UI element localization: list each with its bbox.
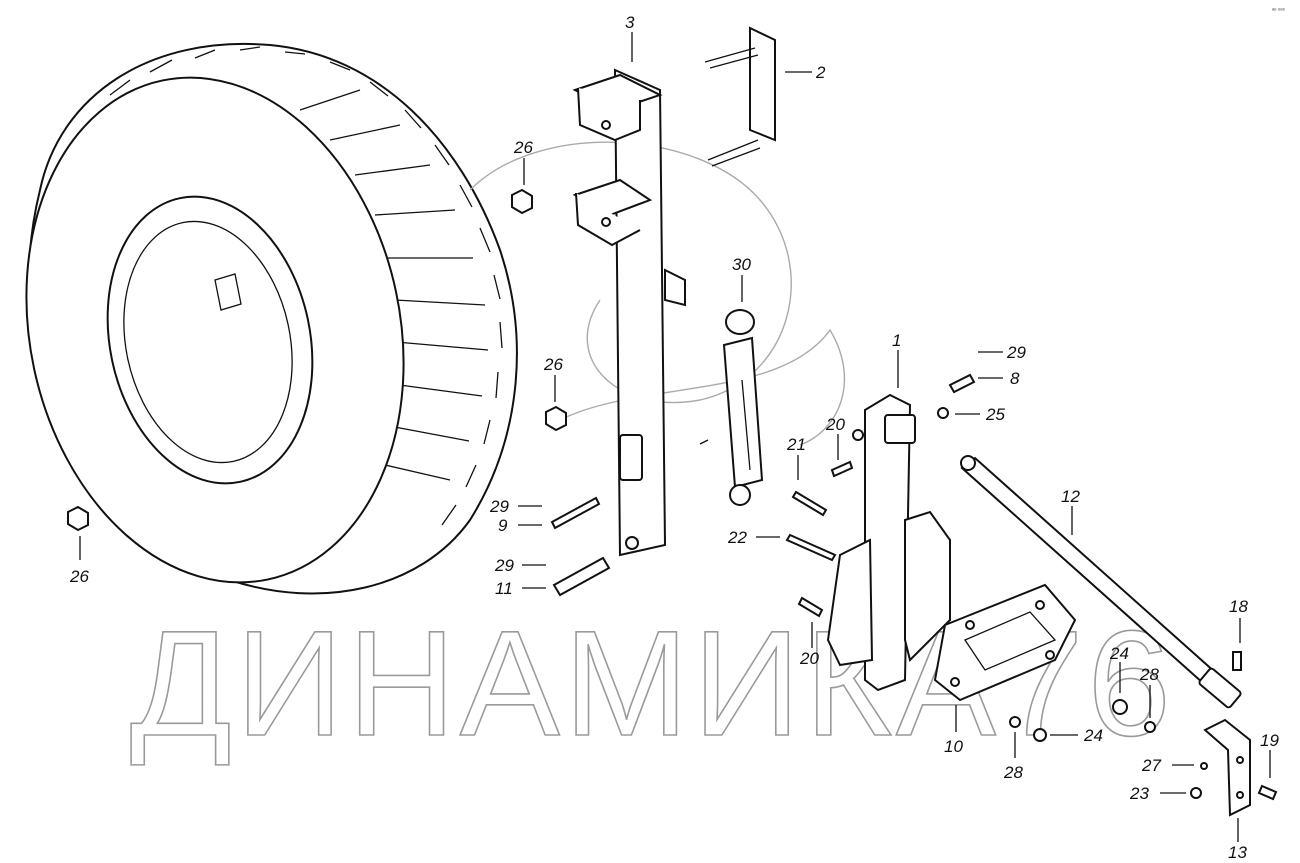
- callout-10: 10: [944, 737, 963, 756]
- callout-13: 13: [1228, 843, 1247, 862]
- callout-8: 8: [1010, 369, 1020, 388]
- callout-labels: 3 2 26 30 1 29 8 25 20 21 22 26 29 9 29 …: [69, 13, 1279, 862]
- callout-3: 3: [625, 13, 635, 32]
- spare-tire: [25, 42, 518, 595]
- callout-28-lower: 28: [1003, 763, 1023, 782]
- tie-rod-12: [960, 455, 1242, 709]
- callout-29-lower: 29: [494, 556, 514, 575]
- callout-20-top: 20: [825, 415, 845, 434]
- callout-21: 21: [786, 435, 806, 454]
- callout-26-top: 26: [513, 138, 533, 157]
- callout-24-upper: 24: [1109, 644, 1129, 663]
- callout-29-upper: 29: [489, 497, 509, 516]
- corner-mark: ᵃᵉ ᵉᵉᵉ: [1272, 8, 1286, 14]
- callout-22: 22: [727, 528, 747, 547]
- leader-lines: [79, 32, 1271, 842]
- callout-26-left: 26: [69, 567, 89, 586]
- callout-26-mid: 26: [543, 355, 563, 374]
- plate-10: [933, 583, 1077, 702]
- fasteners: [67, 188, 1278, 801]
- callout-12: 12: [1061, 487, 1080, 506]
- cylinder-30: [699, 309, 764, 506]
- callout-11: 11: [495, 579, 513, 598]
- callout-30: 30: [732, 255, 751, 274]
- u-bolt-2: [704, 26, 776, 167]
- watermark-swirl: [469, 141, 792, 404]
- callout-23: 23: [1129, 784, 1149, 803]
- callout-20-bottom: 20: [799, 649, 819, 668]
- watermark-swirl-2: [559, 328, 846, 446]
- callout-2: 2: [815, 63, 826, 82]
- callout-19: 19: [1260, 731, 1279, 750]
- callout-28-upper: 28: [1139, 665, 1159, 684]
- callout-25: 25: [985, 405, 1005, 424]
- hinge-bracket-1: [826, 393, 951, 692]
- small-bracket-13: [1203, 718, 1251, 817]
- callout-29-right: 29: [1006, 343, 1026, 362]
- callout-1: 1: [892, 331, 901, 350]
- callout-18: 18: [1229, 597, 1248, 616]
- bracket-post-3: [572, 68, 686, 557]
- callout-9: 9: [498, 516, 508, 535]
- callout-27: 27: [1141, 756, 1161, 775]
- callout-24-lower: 24: [1083, 726, 1103, 745]
